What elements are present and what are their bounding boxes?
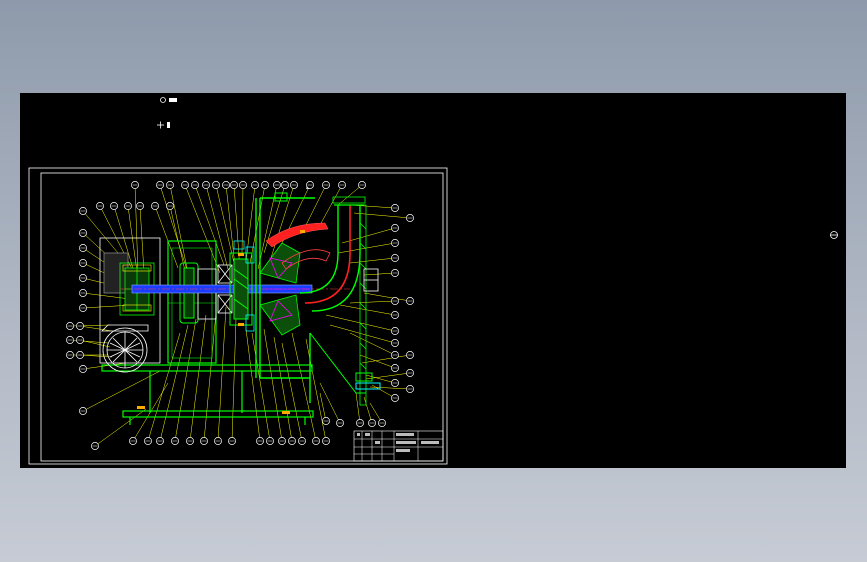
leader-line — [82, 362, 127, 370]
leader-line — [353, 212, 411, 219]
leader-line — [215, 184, 235, 264]
leader-line — [147, 332, 181, 442]
leader-line — [349, 300, 396, 304]
leader-line — [203, 312, 217, 442]
leader-line — [349, 332, 396, 356]
leader-line — [319, 392, 327, 422]
top-marker-2[interactable] — [157, 121, 170, 129]
seal-flanges — [233, 240, 255, 332]
leader-line — [233, 184, 241, 272]
leader-line — [365, 374, 396, 384]
leader-line — [363, 396, 373, 424]
leader-line — [154, 205, 179, 269]
leader-line — [113, 205, 136, 276]
leader-line — [69, 324, 111, 327]
sheet-outer-border — [28, 167, 448, 465]
leader-line — [82, 292, 131, 300]
leader-line — [319, 184, 343, 226]
right-flange — [359, 204, 367, 406]
leader-line — [305, 338, 327, 442]
leader-line — [365, 372, 411, 380]
discharge-elbow — [299, 196, 366, 312]
leader-line — [241, 184, 244, 254]
leader-line — [329, 324, 396, 344]
leader-line — [134, 184, 139, 274]
leader-line — [79, 354, 113, 358]
leader-line — [82, 304, 133, 309]
part-balloons — [66, 181, 414, 450]
leader-line — [263, 328, 283, 442]
impeller — [259, 242, 310, 336]
leader-line — [194, 184, 225, 266]
title-block — [353, 430, 444, 462]
leader-line — [94, 408, 147, 447]
leader-line — [189, 314, 207, 442]
leader-line — [339, 304, 396, 316]
leader-line — [79, 339, 111, 348]
sheet-inner-border — [40, 172, 444, 462]
leader-line — [371, 384, 396, 399]
leader-line — [217, 306, 227, 442]
right-edge-marker[interactable] — [830, 231, 838, 239]
leader-line — [205, 184, 229, 270]
leader-line — [337, 184, 363, 206]
leader-line — [69, 339, 109, 344]
drive-box — [99, 237, 161, 364]
leader-line — [363, 292, 411, 302]
leader-line — [363, 272, 396, 276]
leader-line — [79, 325, 113, 332]
leader-line — [349, 257, 396, 264]
leader-line — [291, 332, 317, 442]
leader-line — [139, 205, 145, 274]
leader-line — [82, 370, 161, 412]
lower-discharge — [309, 332, 381, 394]
leader-line — [159, 184, 189, 274]
detail-marks — [137, 230, 305, 414]
base-frame — [101, 364, 314, 425]
leader-line — [169, 184, 191, 284]
leader-line — [361, 354, 411, 364]
leader-line — [249, 184, 266, 264]
leader-line — [231, 318, 237, 442]
cad-viewport[interactable]: ▲ — [20, 93, 846, 468]
leader-line — [273, 336, 293, 442]
valve-handle — [363, 268, 379, 292]
leader-line — [359, 354, 396, 369]
leader-line — [355, 392, 361, 424]
gear-teeth — [122, 264, 152, 312]
leader-line — [184, 184, 221, 274]
drive-end-circle — [102, 327, 148, 373]
pump-assembly-drawing: ▲ — [28, 97, 838, 465]
leader-line — [341, 227, 396, 244]
leader-line — [159, 324, 189, 442]
leader-line — [257, 184, 278, 270]
leader-line — [319, 382, 341, 424]
leader-line — [281, 342, 303, 442]
leader-line — [251, 332, 271, 442]
top-marker-1[interactable] — [160, 97, 178, 103]
leader-line — [245, 328, 261, 442]
casing-walls — [255, 197, 315, 403]
leader-line — [127, 205, 139, 280]
leader-line — [369, 386, 411, 390]
volute — [265, 222, 331, 270]
pump-body: ▲ — [99, 183, 381, 425]
leader-line — [174, 318, 197, 442]
leader-line — [337, 242, 396, 254]
pipe-stub-top — [274, 192, 288, 202]
